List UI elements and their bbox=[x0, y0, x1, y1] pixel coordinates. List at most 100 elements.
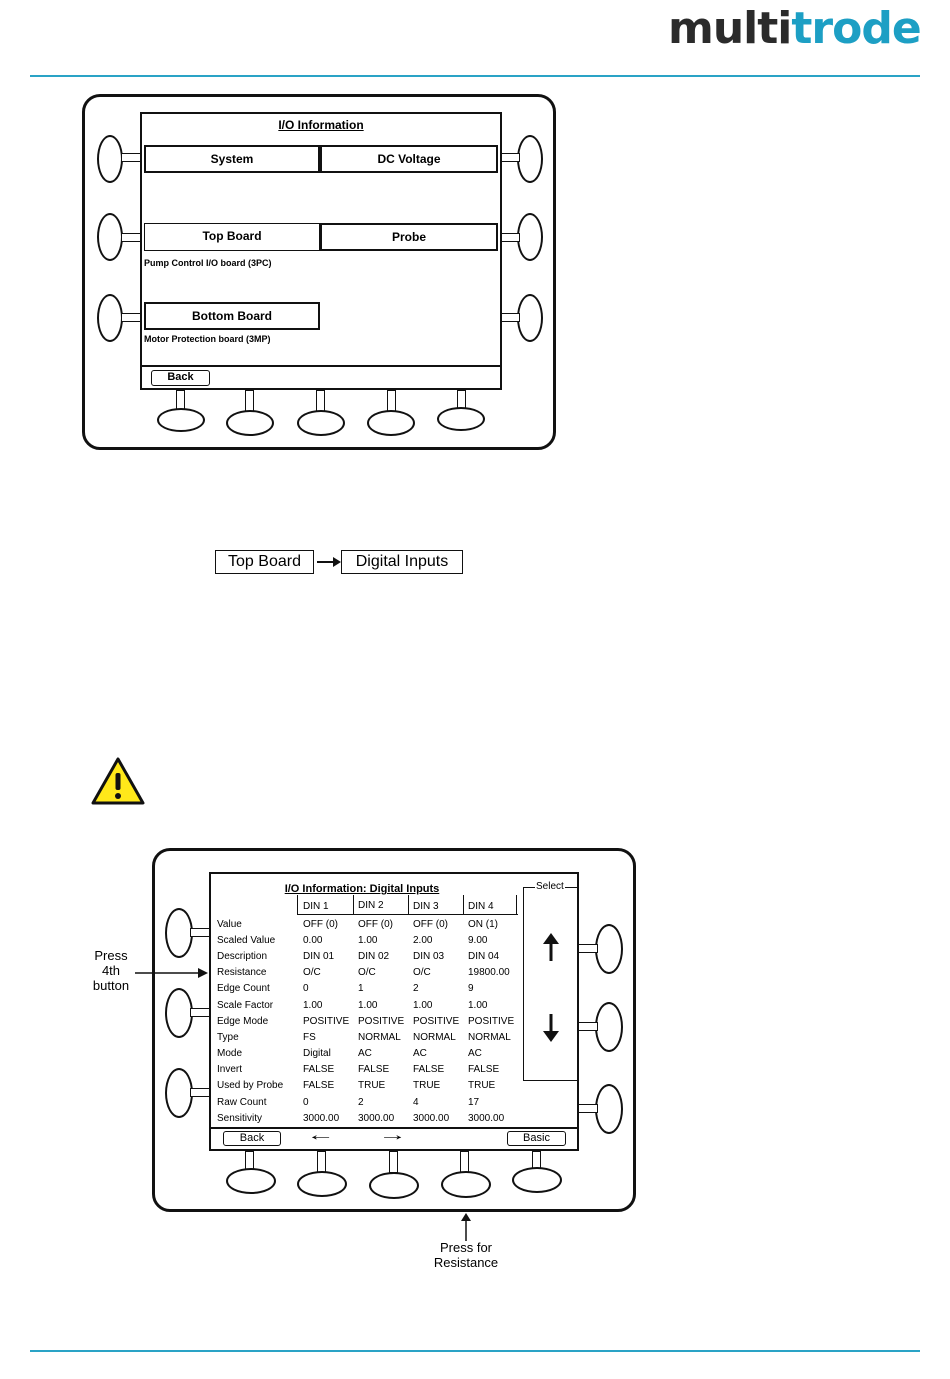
right-softkey-3[interactable] bbox=[517, 294, 543, 342]
bottom-softkey-1[interactable] bbox=[226, 1168, 276, 1194]
right-softkey-2[interactable] bbox=[517, 213, 543, 261]
select-label: Select bbox=[535, 881, 565, 892]
row-label: Raw Count bbox=[217, 1096, 267, 1108]
system-button[interactable]: System bbox=[144, 145, 320, 173]
right-softkey-1[interactable] bbox=[517, 135, 543, 183]
header-rule bbox=[30, 75, 920, 77]
cell-din-2: FALSE bbox=[358, 1064, 390, 1076]
left-softkey-3[interactable] bbox=[165, 1068, 193, 1118]
basic-button[interactable]: Basic bbox=[507, 1131, 566, 1146]
right-softkey-2[interactable] bbox=[595, 1002, 623, 1052]
cell-din-1: DIN 01 bbox=[303, 950, 335, 962]
cell-din-4: 9 bbox=[468, 983, 474, 995]
row-label: Mode bbox=[217, 1048, 243, 1060]
right-softkey-1[interactable] bbox=[595, 924, 623, 974]
screen-footer-divider bbox=[140, 365, 502, 367]
cell-din-2: AC bbox=[358, 1048, 372, 1060]
cell-din-4: FALSE bbox=[468, 1064, 500, 1076]
bottom-softkey-3[interactable] bbox=[297, 410, 345, 436]
cell-din-3: 3000.00 bbox=[413, 1112, 450, 1124]
cell-din-2: POSITIVE bbox=[358, 1015, 405, 1027]
cell-din-2: DIN 02 bbox=[358, 950, 390, 962]
bottom-softkey-5[interactable] bbox=[512, 1167, 562, 1193]
left-arrow-icon[interactable]: ← bbox=[306, 1127, 335, 1144]
cell-din-4: 3000.00 bbox=[468, 1112, 505, 1124]
cell-din-4: TRUE bbox=[468, 1080, 496, 1092]
press-4th-button-callout: Press 4th button bbox=[92, 948, 130, 993]
bottom-softkey-3[interactable] bbox=[369, 1172, 419, 1199]
right-arrow-icon[interactable]: → bbox=[378, 1127, 407, 1144]
left-softkey-1[interactable] bbox=[165, 908, 193, 958]
row-label: Edge Count bbox=[217, 983, 270, 995]
left-softkey-2[interactable] bbox=[97, 213, 123, 261]
arrow-up-callout-icon bbox=[461, 1213, 471, 1241]
arrow-up-icon[interactable] bbox=[540, 932, 562, 962]
bottom-softkey-4[interactable] bbox=[367, 410, 415, 436]
right-softkey-3[interactable] bbox=[595, 1084, 623, 1134]
cell-din-4: DIN 04 bbox=[468, 950, 500, 962]
bottom-softkey-2[interactable] bbox=[226, 410, 274, 436]
cell-din-2: 1.00 bbox=[358, 999, 378, 1011]
left-softkey-1[interactable] bbox=[97, 135, 123, 183]
cell-din-4: 19800.00 bbox=[468, 967, 510, 979]
cell-din-3: NORMAL bbox=[413, 1031, 456, 1043]
row-label: Description bbox=[217, 950, 268, 962]
dc-voltage-button[interactable]: DC Voltage bbox=[320, 145, 498, 173]
din-4-header: DIN 4 bbox=[468, 901, 494, 912]
row-label: Resistance bbox=[217, 967, 267, 979]
cell-din-2: 1 bbox=[358, 983, 364, 995]
left-softkey-2[interactable] bbox=[165, 988, 193, 1038]
row-label: Scale Factor bbox=[217, 999, 274, 1011]
cell-din-1: 0.00 bbox=[303, 934, 323, 946]
cell-din-2: OFF (0) bbox=[358, 918, 393, 930]
cell-din-3: POSITIVE bbox=[413, 1015, 460, 1027]
bottom-softkey-4[interactable] bbox=[441, 1171, 491, 1198]
cell-din-3: AC bbox=[413, 1048, 427, 1060]
row-label: Invert bbox=[217, 1064, 243, 1076]
bottom-softkey-2[interactable] bbox=[297, 1171, 347, 1197]
din-2-header: DIN 2 bbox=[358, 900, 384, 911]
right-arrow-icon bbox=[317, 557, 341, 567]
left-softkey-3[interactable] bbox=[97, 294, 123, 342]
cell-din-4: 17 bbox=[468, 1096, 480, 1108]
top-board-description: Pump Control I/O board (3PC) bbox=[144, 258, 272, 268]
cell-din-3: 4 bbox=[413, 1096, 419, 1108]
nav-step-top-board: Top Board bbox=[215, 550, 314, 574]
probe-button[interactable]: Probe bbox=[320, 223, 498, 251]
cell-din-3: 1.00 bbox=[413, 999, 433, 1011]
cell-din-2: NORMAL bbox=[358, 1031, 401, 1043]
cell-din-2: TRUE bbox=[358, 1080, 386, 1092]
arrow-down-icon[interactable] bbox=[540, 1013, 562, 1043]
back-button[interactable]: Back bbox=[151, 370, 210, 386]
cell-din-1: FALSE bbox=[303, 1080, 335, 1092]
arrow-right-callout-icon bbox=[135, 968, 208, 978]
cell-din-1: 0 bbox=[303, 983, 309, 995]
bottom-softkey-1[interactable] bbox=[157, 408, 205, 432]
screen-title: I/O Information bbox=[278, 118, 364, 132]
cell-din-1: Digital bbox=[303, 1048, 331, 1060]
cell-din-1: 3000.00 bbox=[303, 1112, 340, 1124]
bottom-board-button[interactable]: Bottom Board bbox=[144, 302, 320, 330]
cell-din-2: 3000.00 bbox=[358, 1112, 395, 1124]
row-label: Type bbox=[217, 1031, 239, 1043]
cell-din-4: ON (1) bbox=[468, 918, 498, 930]
back-button[interactable]: Back bbox=[223, 1131, 281, 1146]
bottom-softkey-5[interactable] bbox=[437, 407, 485, 431]
select-panel bbox=[523, 887, 578, 1081]
top-board-button[interactable]: Top Board bbox=[144, 223, 320, 251]
cell-din-1: 1.00 bbox=[303, 999, 323, 1011]
cell-din-1: POSITIVE bbox=[303, 1015, 350, 1027]
din-1-header: DIN 1 bbox=[303, 901, 329, 912]
